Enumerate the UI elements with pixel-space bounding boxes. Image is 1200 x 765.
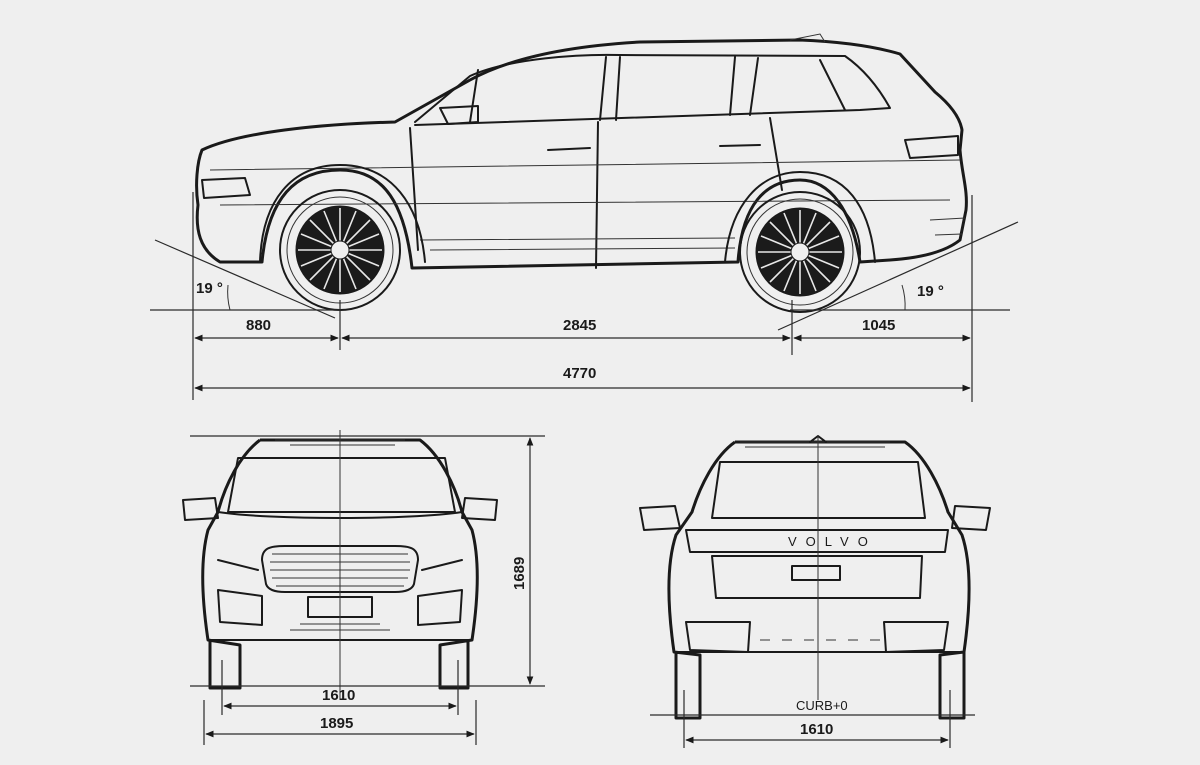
rear-overhang-label: 1045 <box>862 317 895 334</box>
overall-width-label: 1895 <box>320 715 353 732</box>
rear-badge: VOLVO <box>788 534 877 549</box>
side-view: 19 ° 19 ° 880 2845 1045 4770 <box>150 33 1019 402</box>
overall-length-label: 4770 <box>563 365 596 382</box>
rear-view: VOLVO CURB+0 1610 <box>639 435 991 748</box>
ground-note: CURB+0 <box>796 698 848 713</box>
height-label: 1689 <box>511 557 528 590</box>
side-view-body <box>195 33 968 270</box>
wheelbase-label: 2845 <box>563 317 596 334</box>
rear-dimensions: CURB+0 1610 <box>650 690 975 748</box>
front-overhang-label: 880 <box>246 317 271 334</box>
rear-track-label: 1610 <box>800 721 833 738</box>
departure-angle: 19 ° <box>777 221 1019 331</box>
front-track-label: 1610 <box>322 687 355 704</box>
front-view-body <box>182 430 498 700</box>
front-view: 1689 1610 1895 <box>182 430 545 745</box>
side-dimensions: 880 2845 1045 4770 <box>192 192 973 402</box>
approach-angle: 19 ° <box>150 239 340 319</box>
approach-angle-label: 19 ° <box>196 280 223 297</box>
front-dimensions: 1689 1610 1895 <box>190 435 545 745</box>
rear-view-body: VOLVO <box>639 435 991 720</box>
departure-angle-label: 19 ° <box>917 283 944 300</box>
